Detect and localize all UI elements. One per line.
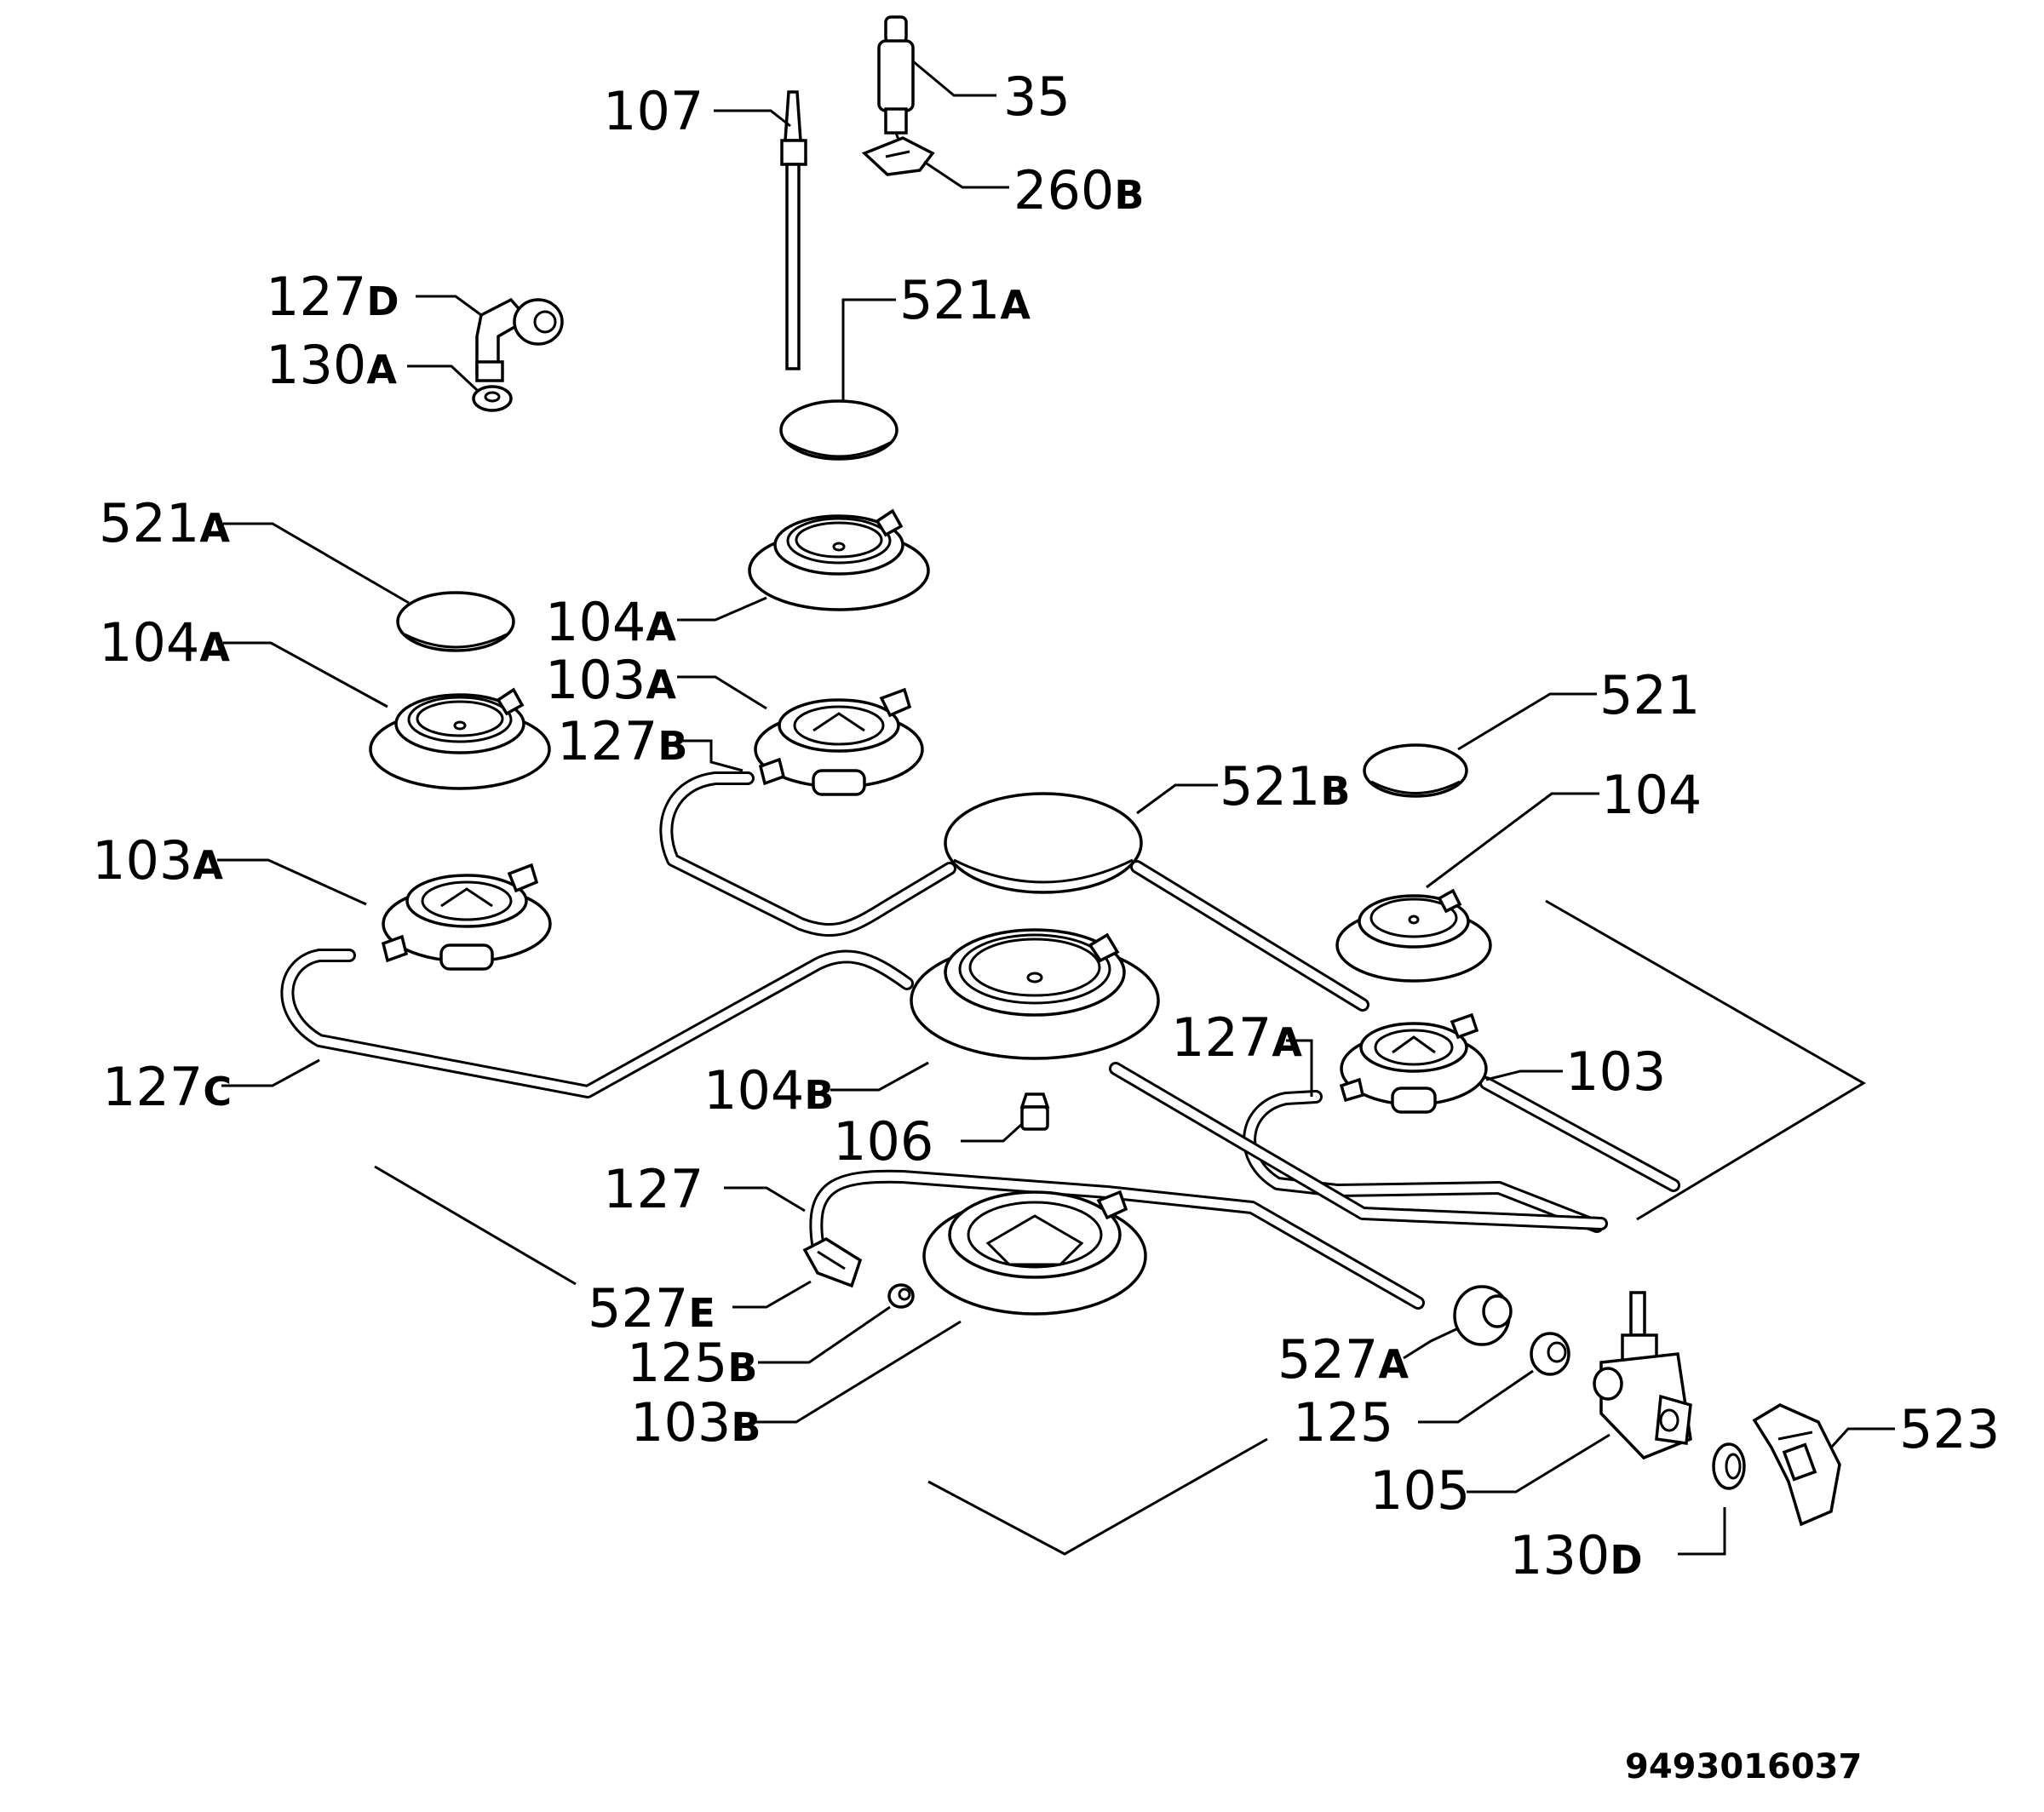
leader-lines	[217, 60, 1895, 1556]
burner-body-103a-center	[754, 687, 924, 796]
label-103b: 103B	[630, 1391, 761, 1454]
label-104a-center: 104A	[545, 591, 676, 653]
label-125b: 125B	[627, 1332, 757, 1394]
label-107: 107	[603, 80, 703, 142]
label-521: 521	[1599, 664, 1700, 726]
gas-tap-105	[1593, 1291, 1692, 1460]
pipe-521b-long	[1130, 860, 1369, 1012]
burner-body-103-right	[1339, 1012, 1488, 1114]
burner-cap-521a-left	[396, 591, 515, 652]
label-127c: 127C	[102, 1056, 232, 1118]
burner-body-103b	[922, 1190, 1147, 1316]
burner-crown-104a-left	[369, 687, 551, 790]
cooktop-outline	[374, 899, 1866, 1556]
label-127: 127	[603, 1158, 703, 1220]
burner-cap-521a-top	[779, 399, 899, 461]
label-125: 125	[1293, 1391, 1393, 1454]
injector-106	[1019, 1092, 1050, 1131]
label-103a-center: 103A	[545, 649, 676, 711]
label-127d: 127D	[266, 266, 399, 328]
nut-527a	[1453, 1285, 1513, 1346]
label-521b: 521B	[1220, 755, 1350, 817]
label-104: 104	[1601, 764, 1702, 826]
label-103: 103	[1565, 1041, 1666, 1103]
label-527e: 527E	[588, 1277, 715, 1339]
nut-125b	[887, 1283, 915, 1309]
part-labels: 107 35 260B 127D 130A 521A 521A 104A 104…	[92, 66, 2000, 1586]
burner-cap-521-right	[1363, 743, 1468, 798]
clip-260b	[861, 136, 935, 176]
nut-125	[1530, 1332, 1570, 1376]
label-103a-left: 103A	[92, 829, 223, 892]
label-105: 105	[1369, 1459, 1470, 1522]
label-260b: 260B	[1013, 159, 1144, 221]
label-106: 106	[833, 1110, 933, 1173]
label-521a-top: 521A	[899, 269, 1031, 331]
gas-pipes	[280, 771, 1680, 1310]
label-130d: 130D	[1509, 1524, 1643, 1586]
label-127a: 127A	[1171, 1006, 1302, 1069]
pipe-103-long	[1479, 1076, 1680, 1192]
label-35: 35	[1003, 66, 1071, 128]
label-130a: 130A	[266, 334, 397, 396]
label-104a-left: 104A	[99, 611, 230, 674]
pipe-127c	[280, 949, 914, 1098]
thermocouple-107	[780, 90, 807, 370]
spark-electrode-35	[877, 15, 915, 148]
elbow-fitting-127d	[475, 297, 564, 382]
label-104b: 104B	[703, 1059, 834, 1121]
burner-cap-521b	[944, 792, 1143, 894]
pipe-fitting-527e	[802, 1236, 863, 1288]
label-527a: 527A	[1278, 1328, 1409, 1391]
pipe-127	[809, 1169, 1425, 1310]
pipe-104b-long	[1109, 1062, 1608, 1230]
label-521a-left: 521A	[99, 492, 230, 554]
washer-130d	[1712, 1442, 1746, 1490]
burner-crown-104a-center	[748, 508, 930, 611]
clamp-523	[1752, 1403, 1841, 1527]
burner-crown-104-right	[1335, 888, 1492, 983]
label-127b: 127B	[557, 710, 687, 772]
burner-body-103a-left	[381, 863, 552, 971]
burner-crown-104b	[910, 928, 1160, 1060]
washer-130a	[472, 385, 513, 412]
label-523: 523	[1899, 1398, 2000, 1460]
document-code: 9493016037	[1625, 1747, 1862, 1786]
pipe-127b	[659, 771, 956, 937]
